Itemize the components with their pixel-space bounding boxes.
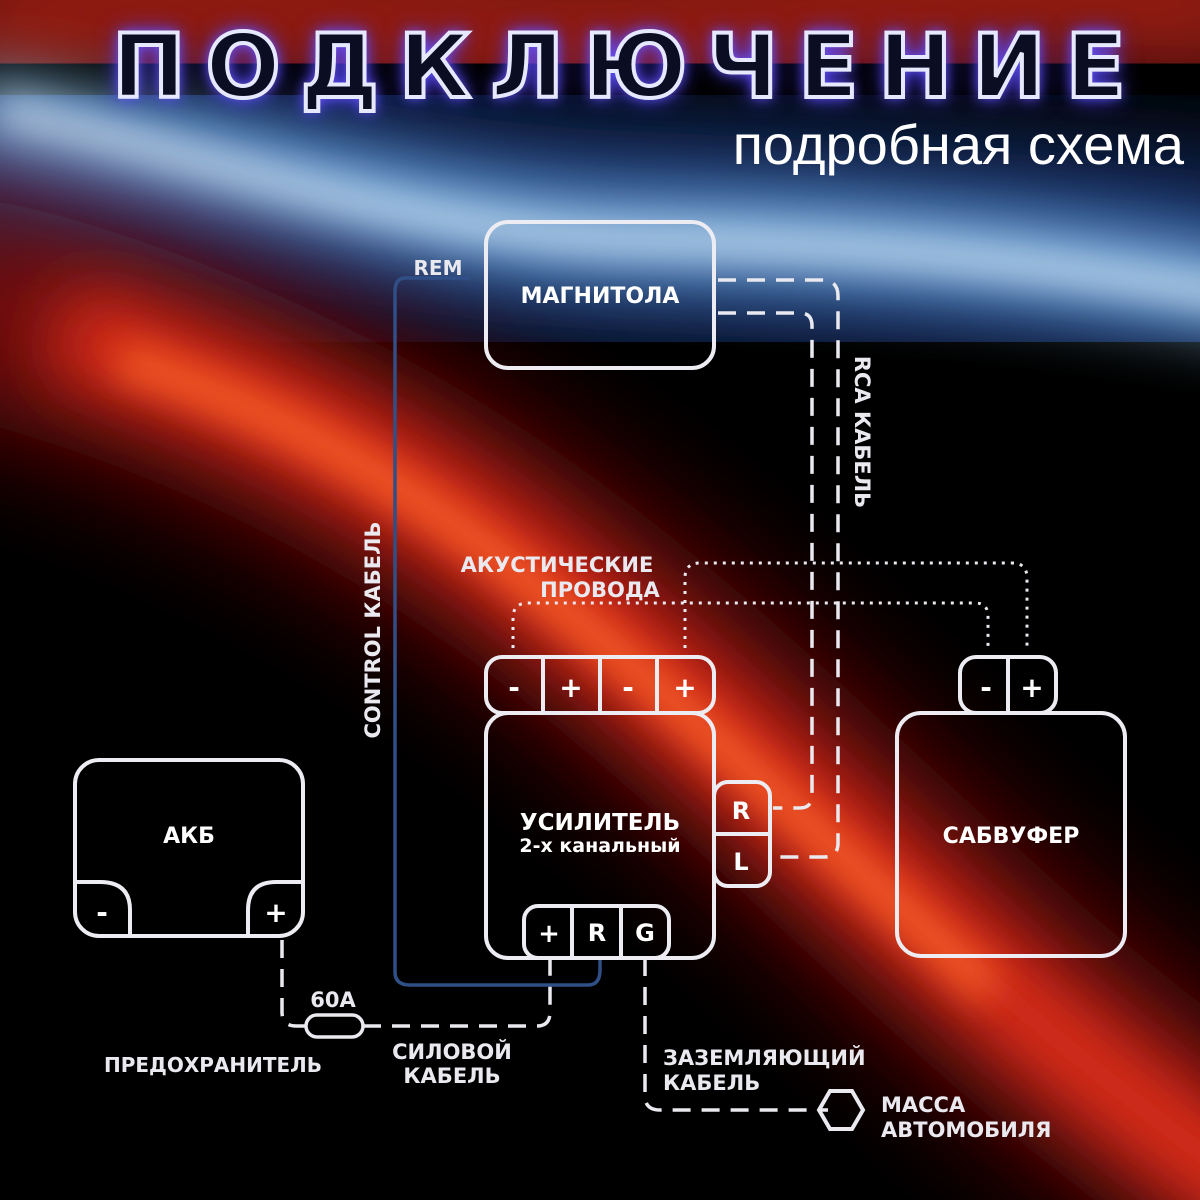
page-title: ПОДКЛЮЧЕНИЕ: [110, 13, 1146, 120]
rca-cables: [718, 278, 840, 859]
page-subtitle: подробная схема: [732, 113, 1184, 176]
battery-terminal-minus: -: [96, 896, 108, 929]
speaker-wire-minus: [511, 601, 990, 648]
amplifier-power-terminals: + R G: [522, 904, 671, 960]
amp-terminal-minus-2: -: [622, 671, 634, 704]
fuse-icon: [304, 1013, 365, 1039]
sub-terminal-minus: -: [980, 671, 992, 704]
chassis-ground-icon: [816, 1089, 866, 1131]
head-unit-box: [484, 220, 716, 370]
amplifier-label: УСИЛИТЕЛЬ: [520, 810, 680, 836]
amp-terminal-ground: G: [635, 919, 655, 947]
ground-cable-label-2: КАБЕЛЬ: [663, 1071, 760, 1095]
head-unit-label: МАГНИТОЛА: [521, 284, 680, 309]
battery-terminal-plus: +: [264, 896, 287, 929]
amp-terminal-plus-1: +: [559, 671, 582, 704]
rca-cable-left: [718, 278, 840, 859]
power-cable: [280, 940, 552, 1028]
amp-terminal-plus-2: +: [673, 671, 696, 704]
rca-cable-label: RCA КАБЕЛЬ: [850, 356, 874, 508]
control-cable-label: CONTROL КАБЕЛЬ: [361, 521, 385, 738]
speaker-wires: [511, 561, 1029, 648]
battery-box: [73, 758, 305, 938]
speaker-wires-label-2: ПРОВОДА: [540, 578, 660, 602]
sub-terminal-plus: +: [1020, 671, 1043, 704]
battery-terminal-plus-outline: [246, 880, 303, 936]
amp-input-r: R: [732, 797, 750, 825]
ground-cable: [643, 958, 828, 1112]
rca-cable-right: [718, 311, 814, 810]
subwoofer-terminals: - +: [958, 655, 1058, 715]
amplifier-sublabel: 2-х канальный: [519, 835, 680, 857]
battery-label: АКБ: [163, 824, 215, 849]
fuse-rating-label: 60А: [310, 988, 356, 1012]
chassis-ground-label-2: АВТОМОБИЛЯ: [881, 1118, 1051, 1142]
ground-cable-label-1: ЗАЗЕМЛЯЮЩИЙ: [663, 1045, 866, 1070]
amp-terminal-minus-1: -: [508, 671, 520, 704]
amp-terminal-remote: R: [588, 919, 606, 947]
amp-input-l: L: [733, 848, 748, 876]
amplifier-speaker-terminals: - + - +: [484, 655, 716, 715]
chassis-ground-label-1: МАССА: [881, 1093, 966, 1117]
power-cable-label-2: КАБЕЛЬ: [403, 1064, 500, 1088]
power-cable-label-1: СИЛОВОЙ: [392, 1039, 512, 1064]
fuse-label: ПРЕДОХРАНИТЕЛЬ: [104, 1053, 322, 1077]
speaker-wires-label-1: АКУСТИЧЕСКИЕ: [461, 553, 654, 577]
rem-label: REM: [414, 256, 463, 280]
amp-terminal-power-plus: +: [538, 919, 560, 949]
subwoofer-label: САБВУФЕР: [943, 824, 1080, 849]
control-wire: [393, 276, 602, 987]
battery-terminal-minus-outline: [75, 880, 132, 936]
amplifier-rca-inputs: R L: [712, 780, 772, 888]
speaker-wire-plus: [683, 561, 1029, 648]
